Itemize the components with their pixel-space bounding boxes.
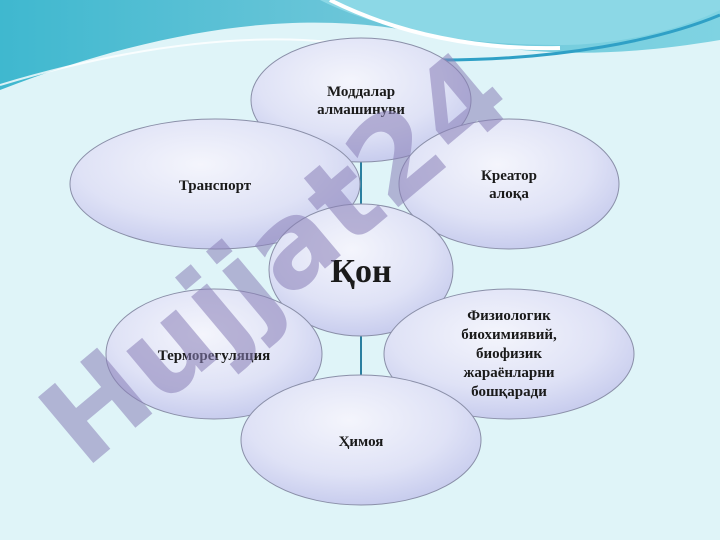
svg-text:Терморегуляция: Терморегуляция xyxy=(158,348,271,364)
node-protection: Ҳимоя xyxy=(240,374,482,506)
svg-text:алоқа: алоқа xyxy=(489,186,529,202)
node-transport: Транспорт xyxy=(69,118,361,250)
svg-text:Ҳимоя: Ҳимоя xyxy=(339,434,384,450)
svg-text:алмашинуви: алмашинуви xyxy=(317,102,405,118)
node-center-blood: Қон xyxy=(268,203,454,337)
node-physiological: Физиологик биохимиявий, биофизик жараёнл… xyxy=(383,288,635,420)
header-wave-decoration xyxy=(0,0,720,90)
svg-text:жараёнларни: жараёнларни xyxy=(463,365,554,381)
svg-text:Қон: Қон xyxy=(330,253,391,290)
svg-text:бошқаради: бошқаради xyxy=(471,384,547,400)
node-creator: Креатор алоқа xyxy=(398,118,620,250)
node-metabolism: Моддалар алмашинуви xyxy=(250,37,472,163)
svg-text:биохимиявий,: биохимиявий, xyxy=(461,327,557,343)
svg-text:Моддалар: Моддалар xyxy=(327,84,395,100)
svg-text:Физиологик: Физиологик xyxy=(467,308,551,324)
node-thermoregulation: Терморегуляция xyxy=(105,288,323,420)
svg-text:Креатор: Креатор xyxy=(481,168,537,184)
svg-text:Транспорт: Транспорт xyxy=(179,178,252,194)
svg-text:биофизик: биофизик xyxy=(476,346,542,362)
